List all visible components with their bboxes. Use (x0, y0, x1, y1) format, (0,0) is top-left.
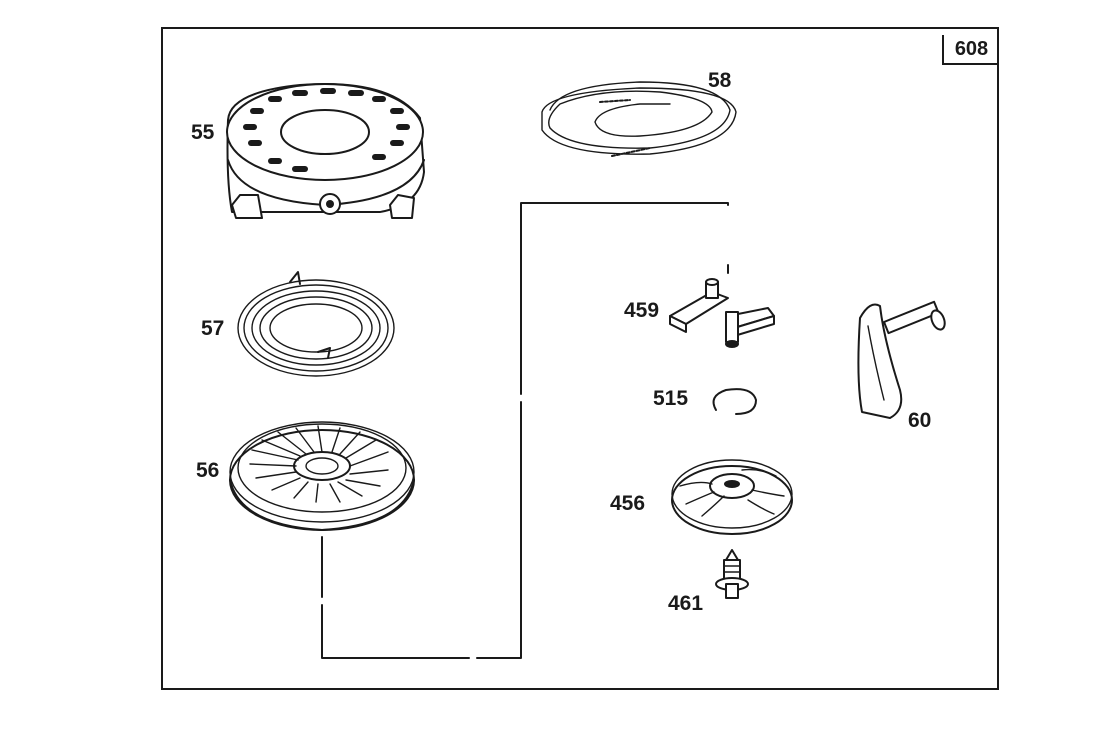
rope-icon (541, 81, 737, 157)
part-label-459: 459 (624, 299, 660, 322)
diagram-frame (161, 27, 999, 690)
page-reference-box: 608 (942, 35, 999, 65)
retaining-ring-icon (712, 388, 757, 415)
part-label-56: 56 (196, 459, 220, 482)
part-label-60: 60 (908, 409, 932, 432)
handle-icon (857, 300, 946, 419)
housing-icon (226, 82, 425, 219)
part-label-515: 515 (653, 387, 689, 410)
pawl-icon (669, 278, 775, 348)
kit-group-connector (321, 202, 729, 659)
part-label-461: 461 (668, 592, 704, 615)
spring-icon (237, 271, 395, 377)
part-label-58: 58 (708, 69, 732, 92)
screw-icon (715, 549, 749, 599)
pulley-icon (229, 421, 415, 531)
hub-icon (671, 459, 793, 535)
part-label-456: 456 (610, 492, 646, 515)
part-label-55: 55 (191, 121, 215, 144)
part-label-57: 57 (201, 317, 225, 340)
